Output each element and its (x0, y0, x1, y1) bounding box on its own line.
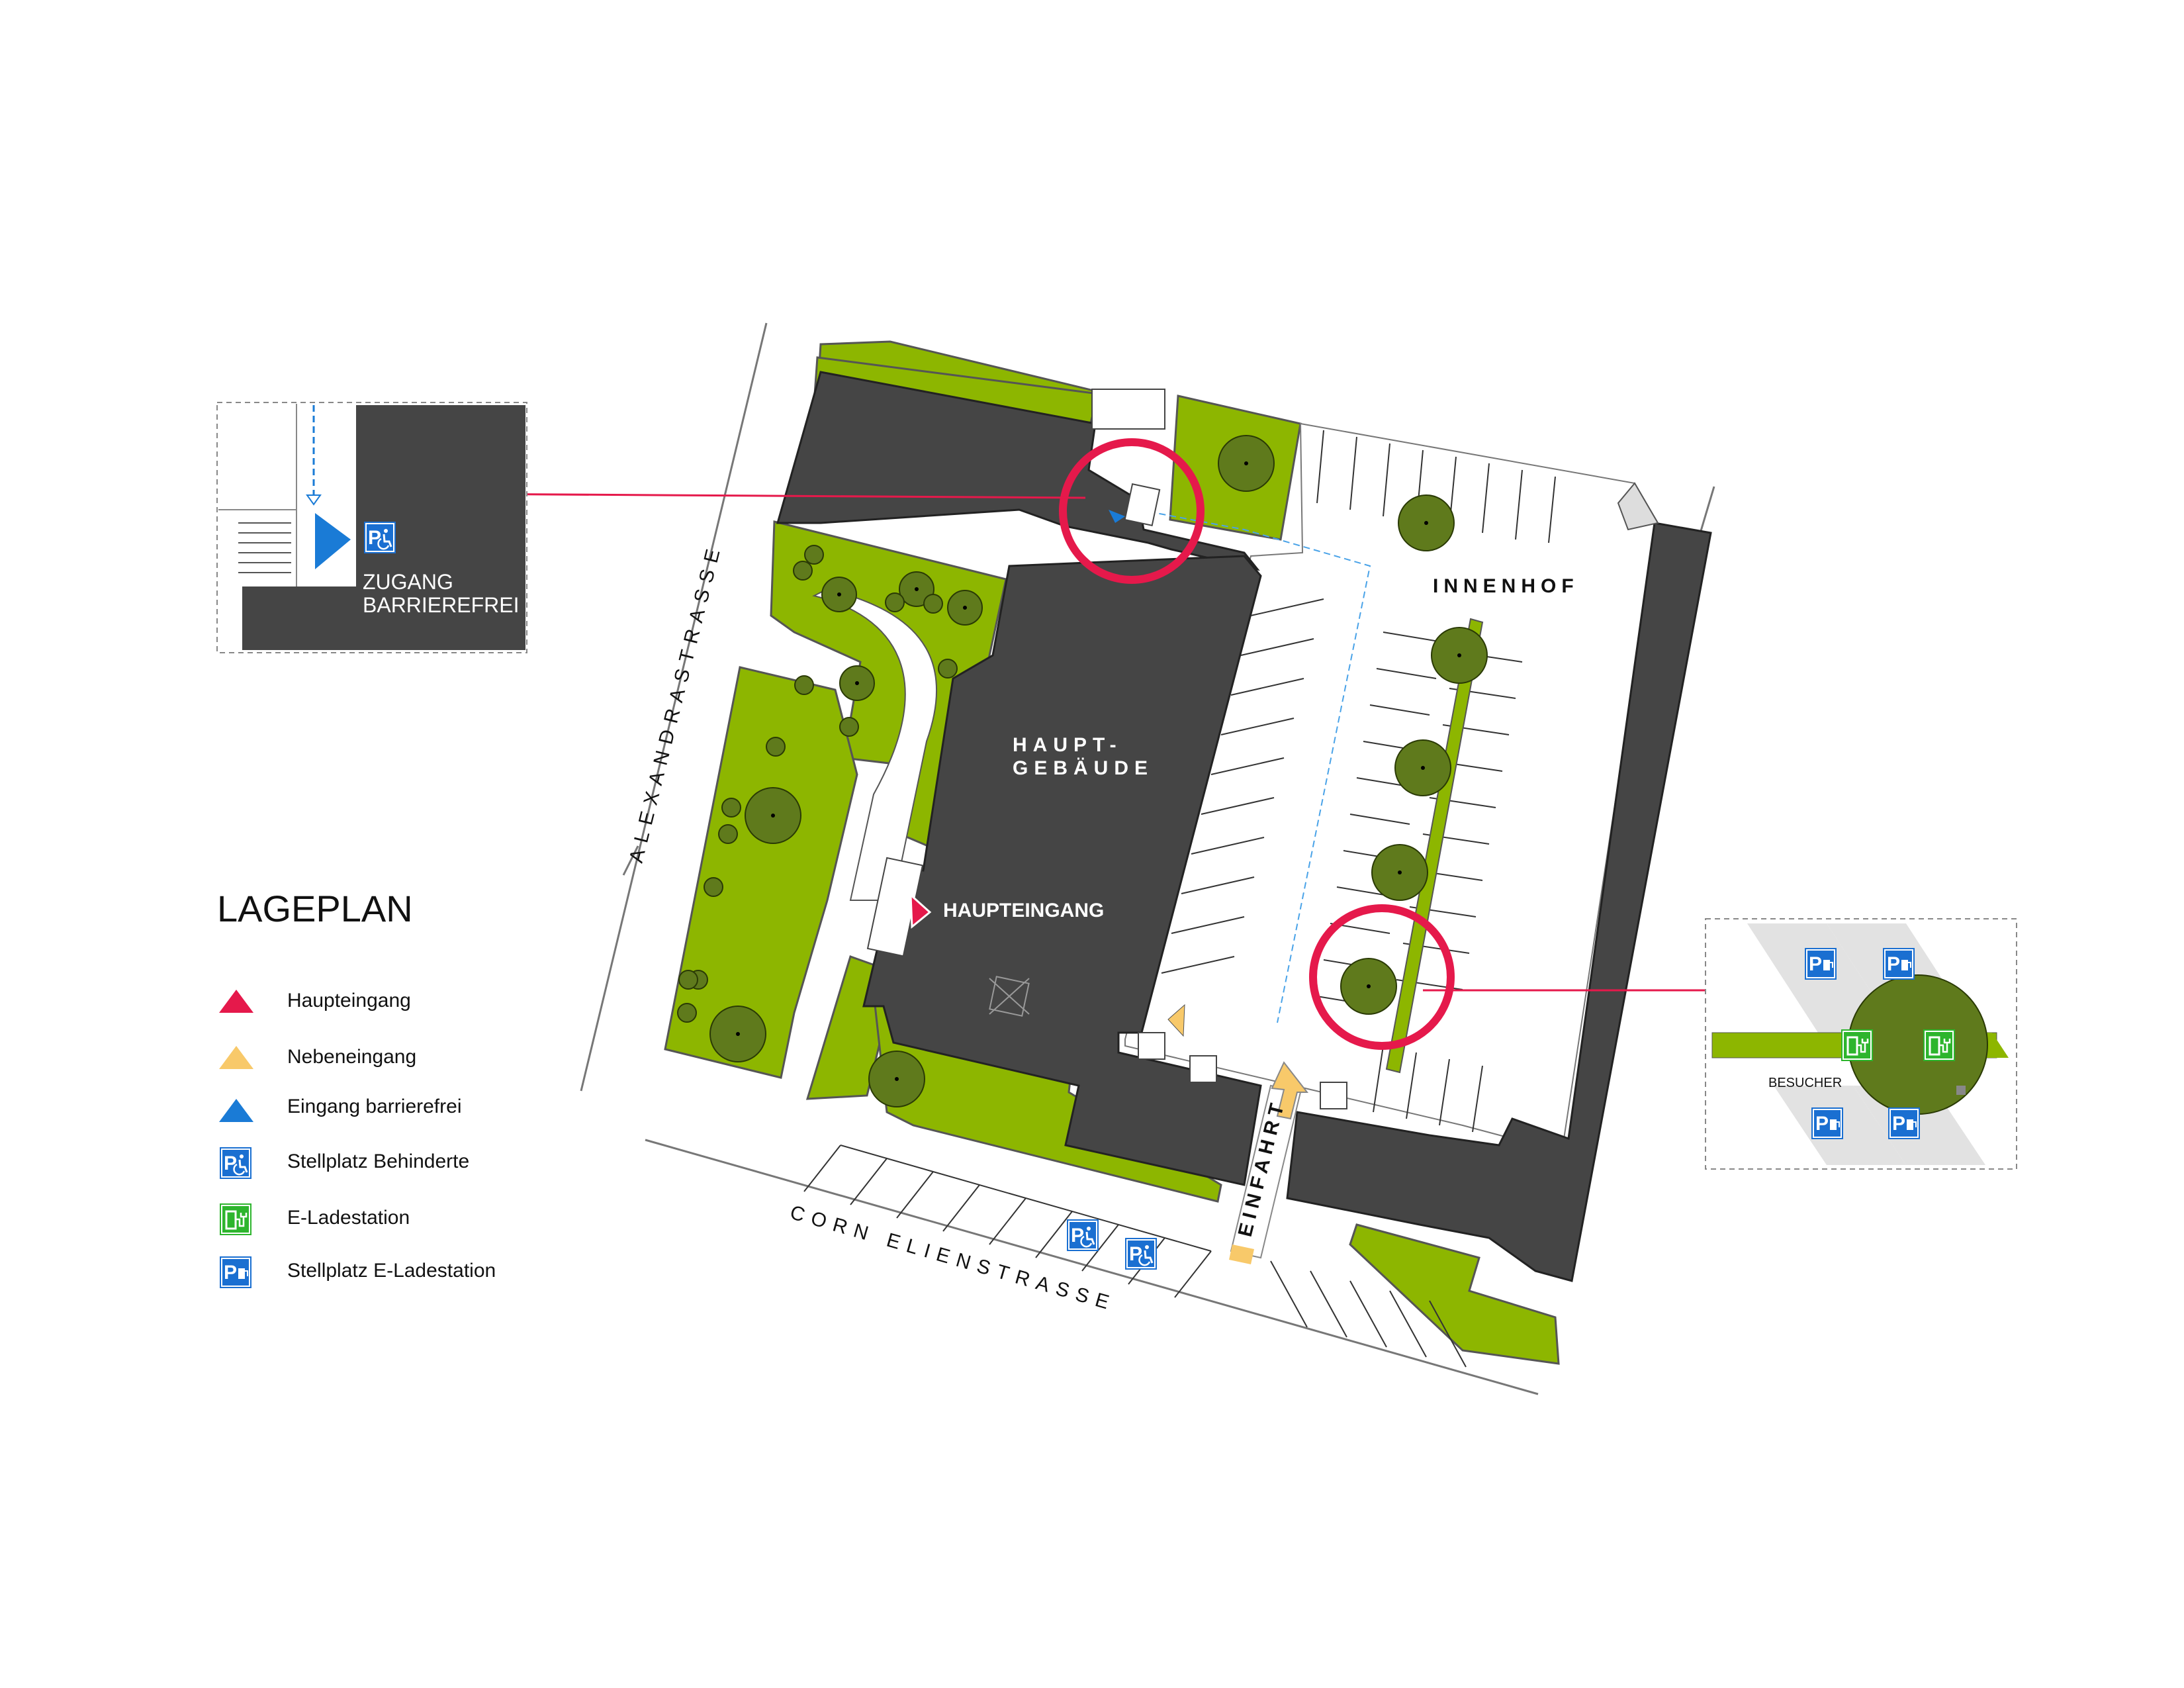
ev-charger-icon (218, 1202, 253, 1237)
accessible-route (1138, 509, 1371, 1023)
driveway (1229, 1061, 1309, 1264)
legend-item-main-entrance: Haupteingang (287, 990, 411, 1011)
ev-parking-icon (1888, 1107, 1921, 1140)
accessible-entrance-icon (315, 513, 351, 569)
visitor-label: BESUCHER (1768, 1076, 1842, 1090)
ev-parking-icon (1882, 947, 1915, 980)
parking-lines (803, 430, 1556, 1368)
inset-accessible-entrance: ZUGANG BARRIEREFREI (216, 402, 527, 653)
wall-strip (1617, 482, 1659, 531)
disabled-parking-icon (218, 1146, 253, 1180)
street-edges (580, 322, 1715, 1395)
legend-item-ev-charger: E-Ladestation (287, 1207, 410, 1229)
inset-label-line1: ZUGANG (363, 570, 453, 594)
side-entrance-marker-icon[interactable] (1167, 1004, 1185, 1037)
courtyard-label: INNENHOF (1433, 575, 1579, 597)
page-title: LAGEPLAN (217, 888, 413, 929)
legend-item-ev-parking: Stellplatz E-Ladestation (287, 1260, 496, 1282)
main-entrance-marker-icon[interactable] (909, 892, 932, 929)
skylight-icon (989, 976, 1030, 1017)
ev-charger-icon (1840, 1028, 1874, 1062)
accessible-entrance-marker-icon[interactable] (1109, 510, 1125, 523)
inset-ev-charging: BESUCHER (1705, 918, 2017, 1170)
main-entrance-label: HAUPTEINGANG (943, 900, 1104, 921)
legend-item-side-entrance: Nebeneingang (287, 1046, 417, 1068)
legend-item-accessible-entrance: Eingang barrierefrei (287, 1096, 462, 1117)
disabled-parking-icon (1124, 1237, 1158, 1271)
building-label-line2: GEBÄUDE (1013, 757, 1154, 779)
ev-charger-icon (1922, 1028, 1956, 1062)
ev-parking-icon (1804, 947, 1837, 980)
legend-item-disabled-parking: Stellplatz Behinderte (287, 1150, 470, 1172)
disabled-parking-icon (1066, 1218, 1100, 1252)
accessible-icon (363, 520, 397, 555)
footpath (812, 588, 938, 901)
stairs (866, 389, 1347, 1109)
red-triangle-icon (219, 990, 253, 1013)
ev-parking-icon (219, 1256, 252, 1289)
blue-triangle-icon (219, 1099, 253, 1122)
ev-parking-icon (1811, 1107, 1844, 1140)
inset-label-line2: BARRIEREFREI (363, 593, 519, 617)
yellow-triangle-icon (219, 1046, 253, 1069)
driveway-arrow-icon (1271, 1061, 1309, 1120)
legend-icons (218, 990, 253, 1289)
callouts (449, 438, 1744, 1050)
building-label-line1: HAUPT- (1013, 734, 1122, 756)
